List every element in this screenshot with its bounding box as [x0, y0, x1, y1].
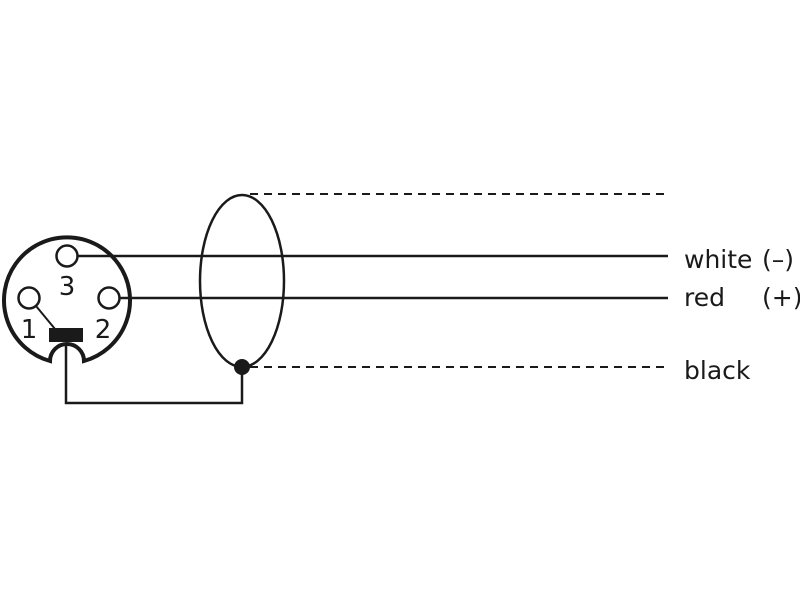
- red-polarity: (+): [762, 283, 800, 312]
- pin-2-socket: [97, 286, 121, 310]
- ground-wire: [64, 343, 244, 405]
- pin-1-socket: [17, 286, 41, 310]
- white-label: white: [684, 245, 752, 274]
- junction-dot: [234, 359, 250, 375]
- red-label: red: [684, 283, 725, 312]
- connector-body: [2, 235, 132, 364]
- pin-1-link: [35, 305, 56, 330]
- pin-3-socket: [55, 244, 79, 268]
- black-label: black: [684, 356, 751, 385]
- white-polarity: (–): [762, 245, 794, 274]
- pin-2-label: 2: [95, 315, 112, 345]
- cable-shield: [198, 193, 286, 369]
- shield-contact: [49, 328, 83, 342]
- pin-3-label: 3: [59, 272, 76, 302]
- pin-1-label: 1: [21, 315, 38, 345]
